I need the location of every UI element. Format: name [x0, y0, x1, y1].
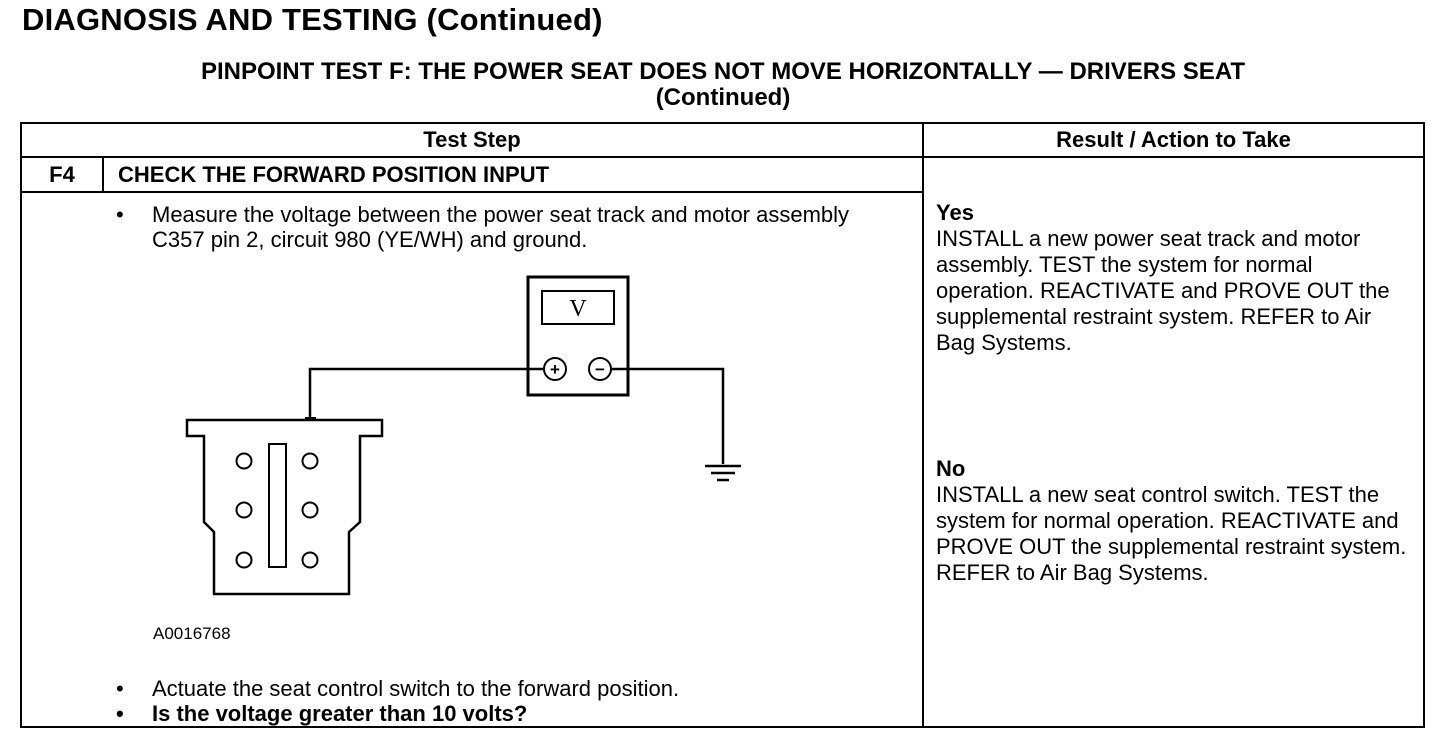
result-no: No INSTALL a new seat control switch. TE…: [936, 456, 1416, 586]
bullet-text: Is the voltage greater than 10 volts?: [152, 701, 528, 726]
voltmeter-icon: V + −: [526, 275, 630, 397]
result-answer: Yes: [936, 200, 974, 225]
column-divider: [922, 124, 924, 726]
step-title-row: F4 CHECK THE FORWARD POSITION INPUT: [22, 158, 922, 193]
step-title: CHECK THE FORWARD POSITION INPUT: [118, 162, 550, 187]
header-result-action: Result / Action to Take: [1056, 127, 1291, 152]
bullet-dot: •: [116, 701, 124, 726]
test-title-line2: (Continued): [655, 84, 791, 111]
result-yes: Yes INSTALL a new power seat track and m…: [936, 200, 1416, 356]
test-title-line1: PINPOINT TEST F: THE POWER SEAT DOES NOT…: [200, 58, 1246, 85]
step-id: F4: [22, 158, 104, 191]
result-action: INSTALL a new power seat track and motor…: [936, 226, 1390, 355]
connector-c357-icon: [185, 418, 384, 596]
bullet-dot: •: [116, 676, 124, 701]
bullet-text: Actuate the seat control switch to the f…: [152, 676, 680, 701]
result-action: INSTALL a new seat control switch. TEST …: [936, 482, 1407, 585]
bullet-dot: •: [116, 202, 124, 227]
bullet-text: Measure the voltage between the power se…: [152, 202, 850, 252]
page-heading: DIAGNOSIS AND TESTING (Continued): [22, 2, 603, 37]
header-test-step: Test Step: [423, 127, 521, 152]
result-answer: No: [936, 456, 966, 481]
pinpoint-test-title: PINPOINT TEST F: THE POWER SEAT DOES NOT…: [20, 59, 1426, 111]
connector-voltage-diagram: V + −: [185, 275, 741, 596]
figure-id: A0016768: [153, 624, 231, 643]
pinpoint-test-table: Test Step Result / Action to Take F4 CHE…: [20, 122, 1425, 728]
meter-symbol-text: V: [569, 296, 587, 322]
meter-plus-text: +: [550, 360, 560, 379]
meter-minus-text: −: [595, 360, 605, 379]
ground-icon: [705, 464, 741, 482]
test-leads: [308, 367, 725, 464]
table-header-row: Test Step Result / Action to Take: [22, 124, 1423, 158]
